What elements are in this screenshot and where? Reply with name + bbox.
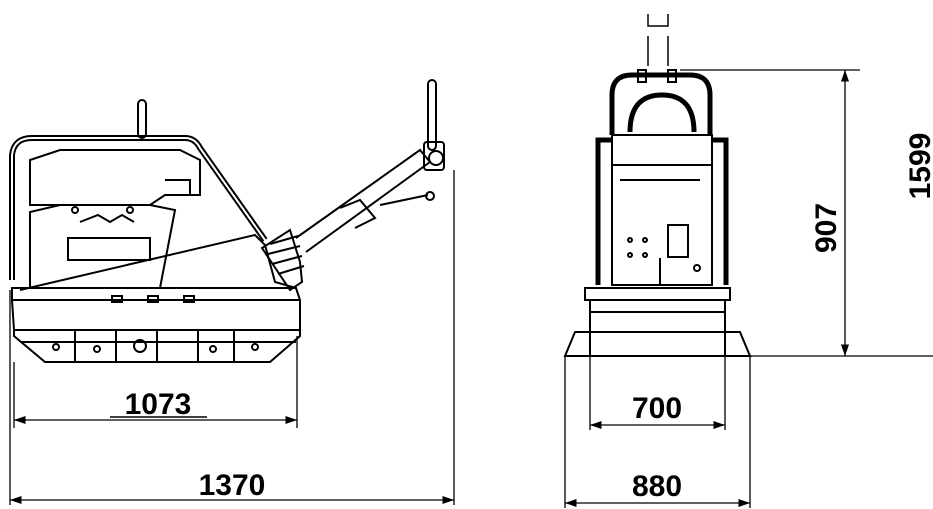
side-deck [11, 287, 301, 331]
side-engine-upper [29, 149, 201, 206]
side-deck-bolts [111, 295, 195, 303]
front-deck [589, 299, 726, 333]
front-base-plate [563, 331, 752, 357]
side-wedge-cover [19, 233, 297, 291]
side-handle [260, 79, 445, 292]
dimension-lines [9, 69, 933, 508]
front-handle-loop [609, 72, 713, 135]
side-view [9, 79, 445, 363]
side-engine-window [67, 237, 151, 261]
front-frame [595, 137, 729, 285]
dim-label-880: 880 [632, 470, 682, 503]
front-handle-dashed [647, 14, 669, 66]
side-base-holes [52, 330, 259, 362]
dim-label-1370: 1370 [199, 469, 266, 502]
front-engine [611, 134, 713, 286]
dim-label-1599: 1599 [904, 133, 933, 200]
dim-label-907: 907 [810, 203, 843, 253]
dim-label-700: 700 [632, 392, 682, 425]
front-view [563, 14, 752, 357]
side-roll-bar [9, 135, 268, 280]
side-lift-eye [137, 99, 147, 139]
dim-label-1073: 1073 [125, 388, 192, 421]
